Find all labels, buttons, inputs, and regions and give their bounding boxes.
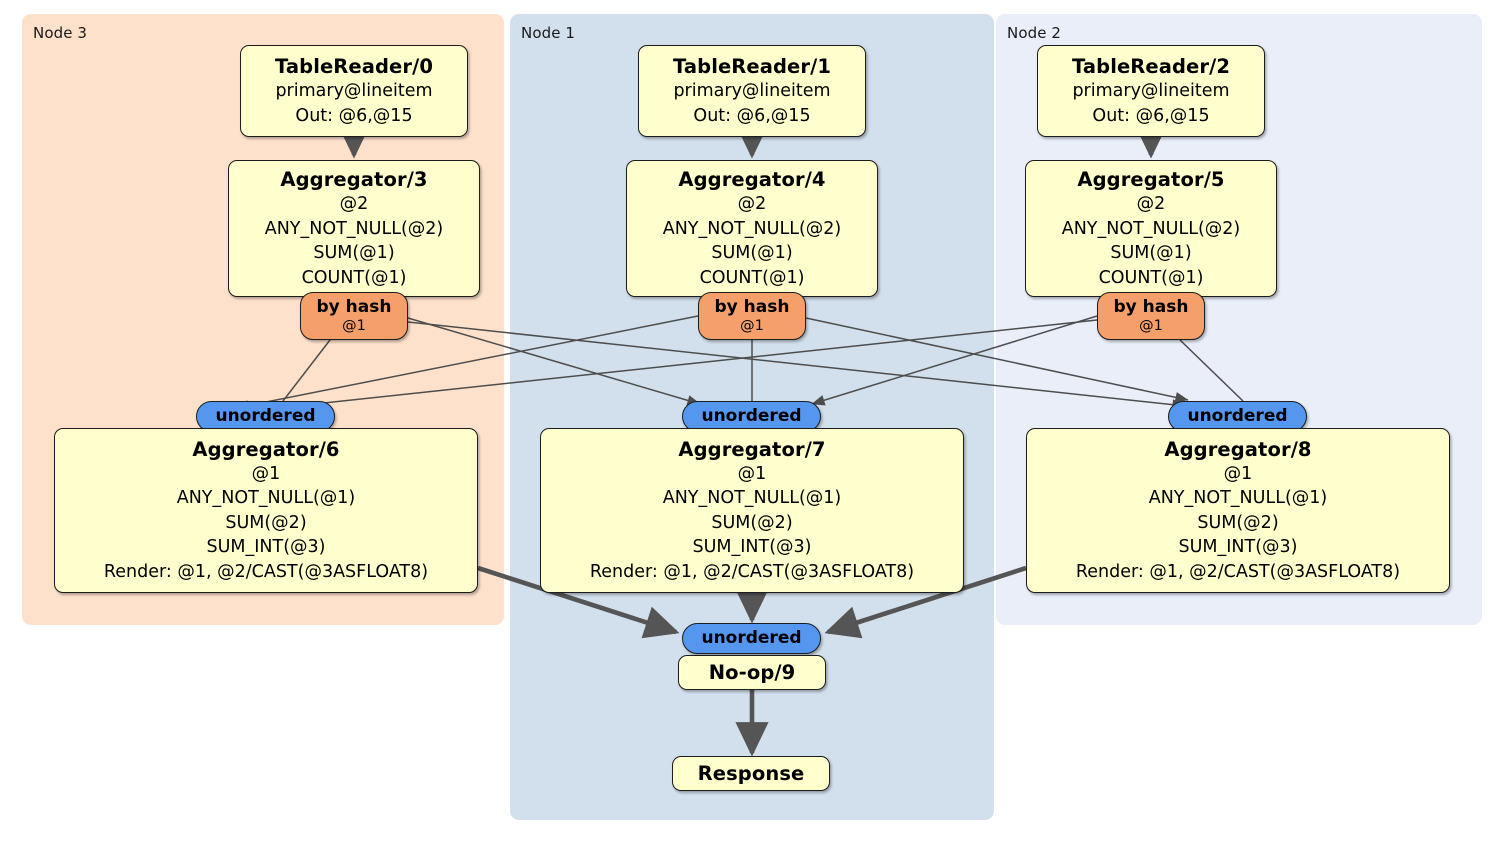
node-line: COUNT(@1) xyxy=(301,267,407,288)
node-line: SUM(@2) xyxy=(711,512,793,533)
node-tablereader-1[interactable]: TableReader/1 primary@lineitem Out: @6,@… xyxy=(638,45,866,137)
node-line: @1 xyxy=(740,318,764,334)
node-aggregator-4[interactable]: Aggregator/4 @2 ANY_NOT_NULL(@2) SUM(@1)… xyxy=(626,160,878,297)
node-line: @1 xyxy=(251,463,281,484)
node-title: by hash xyxy=(714,297,790,317)
node-title: TableReader/0 xyxy=(274,55,433,78)
node-line: ANY_NOT_NULL(@2) xyxy=(662,218,842,239)
node-line: @2 xyxy=(339,194,369,214)
node-line: ANY_NOT_NULL(@1) xyxy=(1148,488,1328,509)
node-line: Out: @6,@15 xyxy=(693,105,811,126)
node-title: Aggregator/3 xyxy=(280,168,428,191)
node-line: COUNT(@1) xyxy=(699,267,805,288)
node-no-op-9[interactable]: No-op/9 xyxy=(678,655,826,690)
node-line: SUM(@1) xyxy=(1110,243,1192,263)
node-line: ANY_NOT_NULL(@2) xyxy=(1061,218,1241,239)
node-title: Aggregator/6 xyxy=(192,437,340,461)
node-unordered-center[interactable]: unordered xyxy=(682,401,821,432)
node-line: SUM(@1) xyxy=(711,243,793,263)
node-response[interactable]: Response xyxy=(672,756,830,791)
node-title: Aggregator/5 xyxy=(1077,168,1225,191)
node-by-hash-3[interactable]: by hash @1 xyxy=(300,292,408,340)
node-title: Aggregator/4 xyxy=(678,168,826,191)
node-line: ANY_NOT_NULL(@1) xyxy=(176,488,356,509)
node-line: @2 xyxy=(1136,194,1166,214)
node-title: unordered xyxy=(701,406,802,426)
node-aggregator-6[interactable]: Aggregator/6 @1 ANY_NOT_NULL(@1) SUM(@2)… xyxy=(54,428,478,593)
node-line: @2 xyxy=(737,194,767,214)
node-line: SUM(@2) xyxy=(1197,512,1279,533)
region-node-3-label: Node 3 xyxy=(33,24,88,42)
node-line: Render: @1, @2/CAST(@3ASFLOAT8) xyxy=(589,561,915,582)
node-title: unordered xyxy=(215,406,316,426)
node-title: by hash xyxy=(1113,297,1189,317)
node-tablereader-2[interactable]: TableReader/2 primary@lineitem Out: @6,@… xyxy=(1037,45,1265,137)
node-line: SUM_INT(@3) xyxy=(692,537,812,558)
node-line: @1 xyxy=(342,318,366,334)
node-line: COUNT(@1) xyxy=(1098,267,1204,288)
node-line: @1 xyxy=(1139,318,1163,334)
node-line: Out: @6,@15 xyxy=(1092,105,1210,126)
node-title: TableReader/1 xyxy=(672,55,831,78)
node-aggregator-3[interactable]: Aggregator/3 @2 ANY_NOT_NULL(@2) SUM(@1)… xyxy=(228,160,480,297)
node-line: Render: @1, @2/CAST(@3ASFLOAT8) xyxy=(103,561,429,582)
node-line: SUM(@2) xyxy=(225,512,307,533)
node-line: Render: @1, @2/CAST(@3ASFLOAT8) xyxy=(1075,561,1401,582)
node-line: SUM(@1) xyxy=(313,243,395,263)
node-title: by hash xyxy=(316,297,392,317)
region-node-2-label: Node 2 xyxy=(1007,24,1062,42)
node-line: primary@lineitem xyxy=(673,81,831,101)
node-aggregator-8[interactable]: Aggregator/8 @1 ANY_NOT_NULL(@1) SUM(@2)… xyxy=(1026,428,1450,593)
node-title: TableReader/2 xyxy=(1071,55,1230,78)
node-line: primary@lineitem xyxy=(1072,81,1230,101)
region-node-1-label: Node 1 xyxy=(521,24,576,42)
node-title: Aggregator/8 xyxy=(1164,437,1312,461)
node-line: Out: @6,@15 xyxy=(295,105,413,126)
node-title: Aggregator/7 xyxy=(678,437,826,461)
node-by-hash-5[interactable]: by hash @1 xyxy=(1097,292,1205,340)
node-line: @1 xyxy=(1223,463,1253,484)
node-line: SUM_INT(@3) xyxy=(1178,537,1298,558)
node-title: No-op/9 xyxy=(708,661,796,684)
node-tablereader-0[interactable]: TableReader/0 primary@lineitem Out: @6,@… xyxy=(240,45,468,137)
node-by-hash-4[interactable]: by hash @1 xyxy=(698,292,806,340)
node-aggregator-7[interactable]: Aggregator/7 @1 ANY_NOT_NULL(@1) SUM(@2)… xyxy=(540,428,964,593)
node-unordered-final[interactable]: unordered xyxy=(682,623,821,654)
node-aggregator-5[interactable]: Aggregator/5 @2 ANY_NOT_NULL(@2) SUM(@1)… xyxy=(1025,160,1277,297)
node-title: unordered xyxy=(701,628,802,648)
node-line: @1 xyxy=(737,463,767,484)
node-line: ANY_NOT_NULL(@1) xyxy=(662,488,842,509)
node-title: unordered xyxy=(1187,406,1288,426)
node-line: ANY_NOT_NULL(@2) xyxy=(264,218,444,239)
node-title: Response xyxy=(697,762,805,785)
node-line: SUM_INT(@3) xyxy=(206,537,326,558)
node-line: primary@lineitem xyxy=(275,81,433,101)
